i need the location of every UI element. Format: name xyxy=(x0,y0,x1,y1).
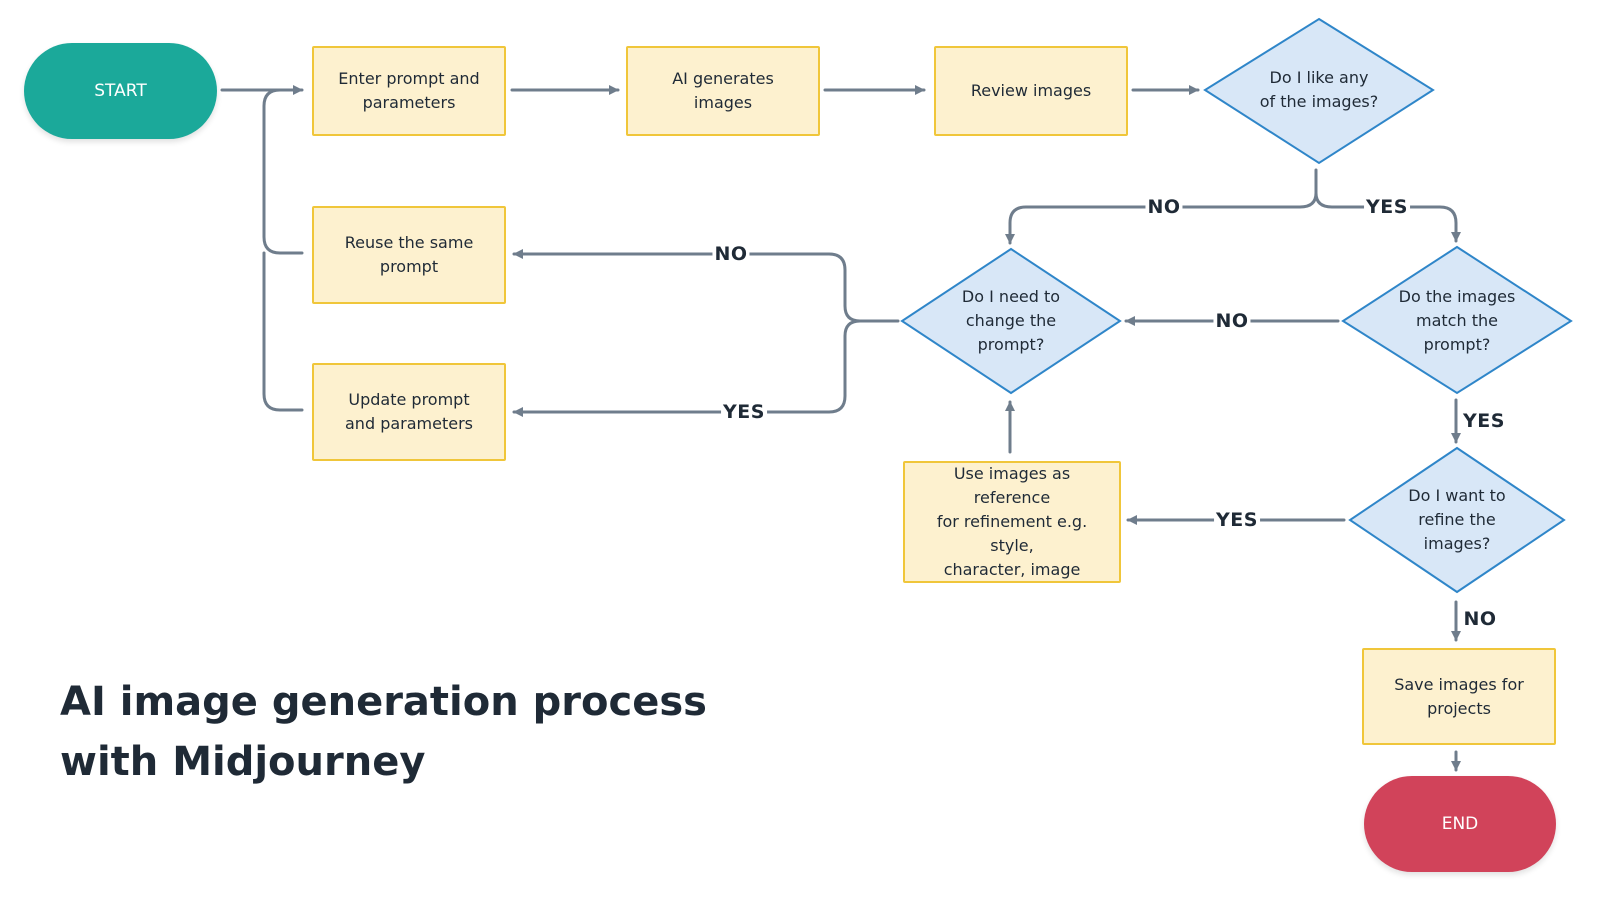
edge-update-to-enter xyxy=(262,251,304,412)
label-change-no: NO xyxy=(712,243,750,265)
label-refine-yes: YES xyxy=(1214,509,1260,531)
label-change-yes: YES xyxy=(721,401,767,423)
process-review-images: Review images xyxy=(934,46,1128,136)
end-node: END xyxy=(1364,776,1556,872)
decision-want-refine-shape xyxy=(1348,446,1566,594)
label-like-no: NO xyxy=(1145,196,1183,218)
edge-reuse-to-enter xyxy=(262,88,304,255)
edge-like-yes xyxy=(1314,191,1461,243)
decision-need-change-shape xyxy=(900,247,1122,395)
process-update-prompt: Update prompt and parameters xyxy=(312,363,506,461)
decision-like-any-text: Do I like any of the images? xyxy=(1259,68,1379,111)
decision-like-any-shape xyxy=(1203,17,1435,165)
process-reuse-prompt: Reuse the same prompt xyxy=(312,206,506,304)
label-match-yes: YES xyxy=(1461,410,1507,432)
edge-change-trunk xyxy=(512,249,900,323)
process-save-images: Save images for projects xyxy=(1362,648,1556,745)
start-node: START xyxy=(24,43,217,139)
decision-need-change-text: Do I need to change the prompt? xyxy=(961,287,1061,354)
process-enter-prompt: Enter prompt and parameters xyxy=(312,46,506,136)
decision-match-prompt-shape xyxy=(1341,245,1573,395)
decision-want-refine-text: Do I want to refine the images? xyxy=(1408,486,1506,553)
process-ai-generates: AI generates images xyxy=(626,46,820,136)
diagram-title: AI image generation process with Midjour… xyxy=(60,679,707,785)
label-match-no: NO xyxy=(1213,310,1251,332)
decision-match-prompt-text: Do the images match the prompt? xyxy=(1398,287,1516,354)
process-use-reference: Use images as reference for refinement e… xyxy=(903,461,1121,583)
label-like-yes: YES xyxy=(1364,196,1410,218)
edge-change-yes xyxy=(512,319,862,417)
label-refine-no: NO xyxy=(1461,608,1499,630)
